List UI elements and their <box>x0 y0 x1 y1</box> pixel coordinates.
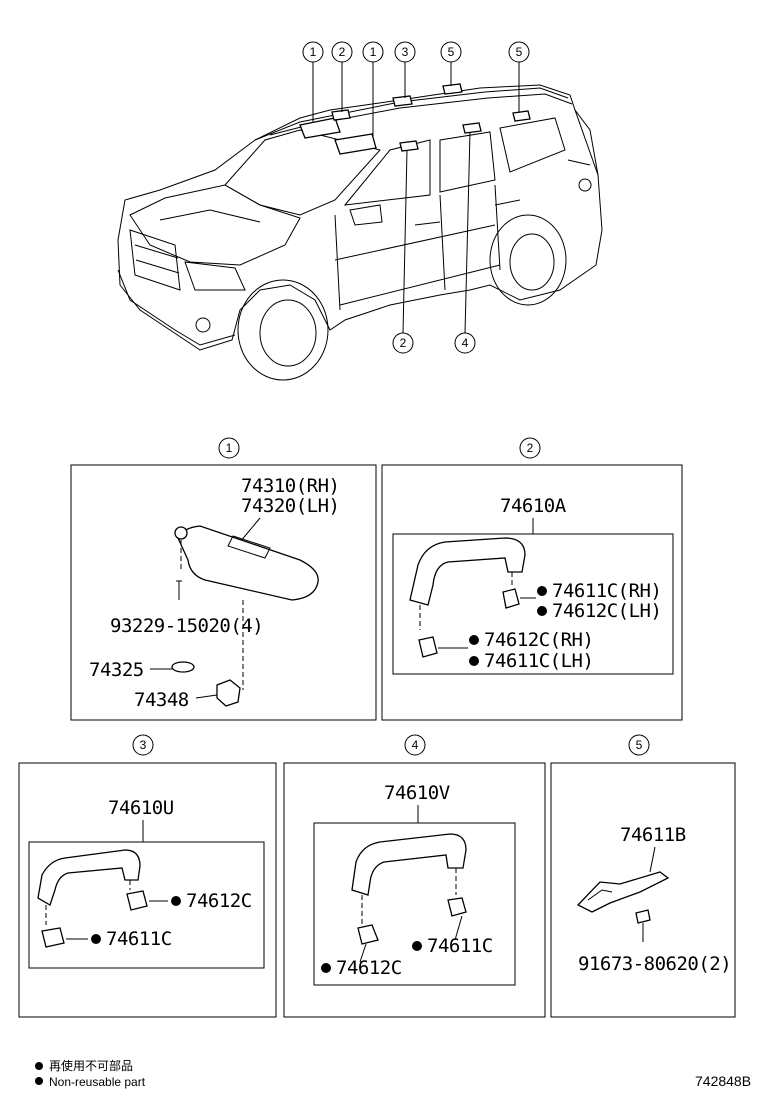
label-74610A: 74610A <box>500 495 567 517</box>
callout-bottom-2: 4 <box>454 131 476 354</box>
section-4-frame <box>283 762 546 1018</box>
cover-74612C-RH: 74612C(RH) <box>469 629 594 651</box>
svg-text:4: 4 <box>462 336 469 350</box>
label-91673: 91673-80620(2) <box>578 953 731 975</box>
svg-text:3: 3 <box>140 738 147 752</box>
section-5-frame <box>550 762 736 1018</box>
callout-top-4: 3 <box>394 41 416 98</box>
section-number-5 <box>628 734 650 756</box>
section-3: 3 74610U 74612C 74611C <box>18 734 277 1018</box>
svg-text:3: 3 <box>402 45 409 59</box>
svg-text:2: 2 <box>400 336 407 350</box>
callout-top-1: 1 <box>302 41 324 122</box>
svg-text:74611C: 74611C <box>106 928 172 950</box>
svg-text:1: 1 <box>370 45 377 59</box>
vehicle-illustration <box>117 83 603 381</box>
section-number-2 <box>519 437 541 459</box>
label-74320: 74320(LH) <box>241 495 339 517</box>
svg-text:74612C: 74612C <box>336 957 402 979</box>
label-74611B: 74611B <box>620 824 686 846</box>
callout-top-3: 1 <box>362 41 384 137</box>
section-4: 4 74610V 74611C 74612C <box>283 734 546 1018</box>
screw-93229 <box>176 580 182 600</box>
cover-74611C-RH: 74611C(RH) <box>537 580 662 602</box>
label-74610V: 74610V <box>384 782 450 804</box>
svg-text:74612C(RH): 74612C(RH) <box>484 629 593 651</box>
label-74348: 74348 <box>134 689 189 711</box>
callout-bottom-1: 2 <box>392 149 414 354</box>
legend: 再使用不可部品 Non-reusable part <box>35 1058 146 1089</box>
assist-grip-74610A <box>409 537 526 606</box>
assist-grip-74610V <box>351 833 467 896</box>
section-number-4 <box>404 734 426 756</box>
cover-74612C-LH: 74612C(LH) <box>537 600 662 622</box>
label-74325: 74325 <box>89 659 144 681</box>
section-2: 2 74610A 74611C(RH) 74612C(LH) 74612C(RH… <box>381 437 683 721</box>
section-number-1 <box>218 437 240 459</box>
callout-top-2: 2 <box>331 41 353 112</box>
assist-grip-74610U <box>37 849 141 906</box>
cover-74612C-s4: 74612C <box>321 957 402 979</box>
section-1-frame <box>70 464 377 721</box>
sun-visor <box>177 525 319 601</box>
callout-top-5: 5 <box>440 41 462 86</box>
svg-text:74612C: 74612C <box>186 890 252 912</box>
svg-text:5: 5 <box>636 738 643 752</box>
legend-japanese: 再使用不可部品 <box>49 1058 133 1073</box>
section-5: 5 74611B 91673-80620(2) <box>550 734 736 1018</box>
section-1: 1 74310(RH) 74320(LH) 93229-15020(4) 743… <box>70 437 377 721</box>
cover-74612C-s3: 74612C <box>171 890 252 912</box>
grip-74611B <box>576 871 670 913</box>
svg-text:74611C(RH): 74611C(RH) <box>552 580 661 602</box>
vehicle-callouts: 1 2 1 3 5 5 2 <box>302 41 530 354</box>
cover-74611C-LH: 74611C(LH) <box>469 650 594 672</box>
svg-text:5: 5 <box>516 45 523 59</box>
svg-text:74612C(LH): 74612C(LH) <box>552 600 661 622</box>
svg-text:4: 4 <box>412 738 419 752</box>
label-93229: 93229-15020(4) <box>110 615 263 637</box>
svg-text:5: 5 <box>448 45 455 59</box>
svg-text:2: 2 <box>339 45 346 59</box>
cover-74611C-s3: 74611C <box>91 928 172 950</box>
svg-text:74611C: 74611C <box>427 935 493 957</box>
section-number-3 <box>132 734 154 756</box>
illustration-code: 742848B <box>695 1073 751 1089</box>
section-3-frame <box>18 762 277 1018</box>
cover-74611C-s4: 74611C <box>412 935 493 957</box>
label-74310: 74310(RH) <box>241 475 339 497</box>
callout-top-6: 5 <box>508 41 530 113</box>
svg-text:1: 1 <box>310 45 317 59</box>
svg-text:2: 2 <box>527 441 534 455</box>
section-2-frame <box>381 464 683 721</box>
svg-text:74611C(LH): 74611C(LH) <box>484 650 593 672</box>
svg-text:1: 1 <box>226 441 233 455</box>
label-74610U: 74610U <box>108 797 174 819</box>
legend-english: Non-reusable part <box>49 1075 146 1089</box>
